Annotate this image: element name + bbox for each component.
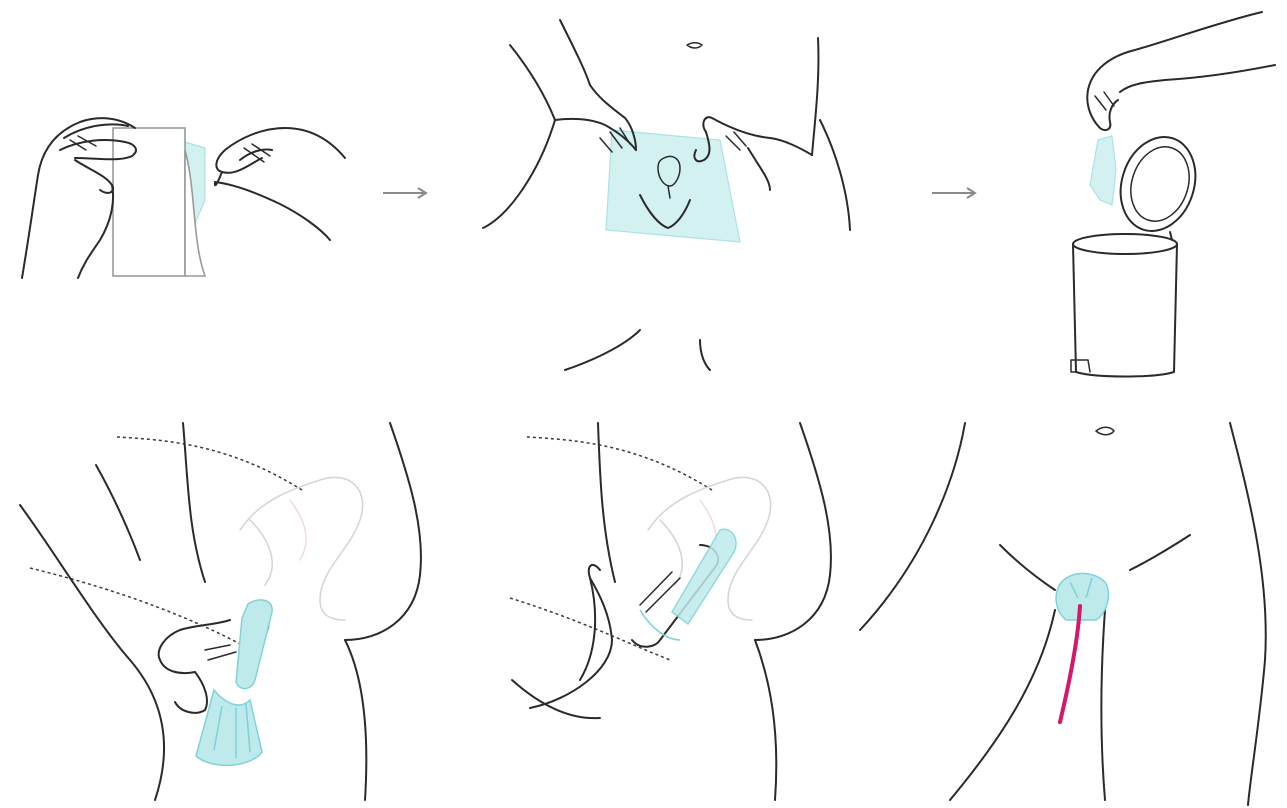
removal-string <box>1060 606 1080 722</box>
right-hand <box>215 128 345 240</box>
step-4-insert <box>20 423 421 800</box>
inserted-product <box>640 529 736 640</box>
package-paper <box>113 128 205 276</box>
trash-bin <box>1071 127 1207 376</box>
arrow-right-icon <box>932 188 975 198</box>
step-3-dispose <box>1071 12 1275 377</box>
step-1-open-package <box>22 118 345 278</box>
product-in-place <box>1056 573 1108 620</box>
step-5-push <box>510 423 831 800</box>
used-product <box>1090 136 1116 205</box>
pushing-finger <box>512 545 718 718</box>
step-2-place-sheet <box>483 20 850 370</box>
arrow-right-icon <box>383 188 426 198</box>
disposal-hand <box>1087 12 1275 130</box>
step-6-complete <box>860 423 1266 805</box>
